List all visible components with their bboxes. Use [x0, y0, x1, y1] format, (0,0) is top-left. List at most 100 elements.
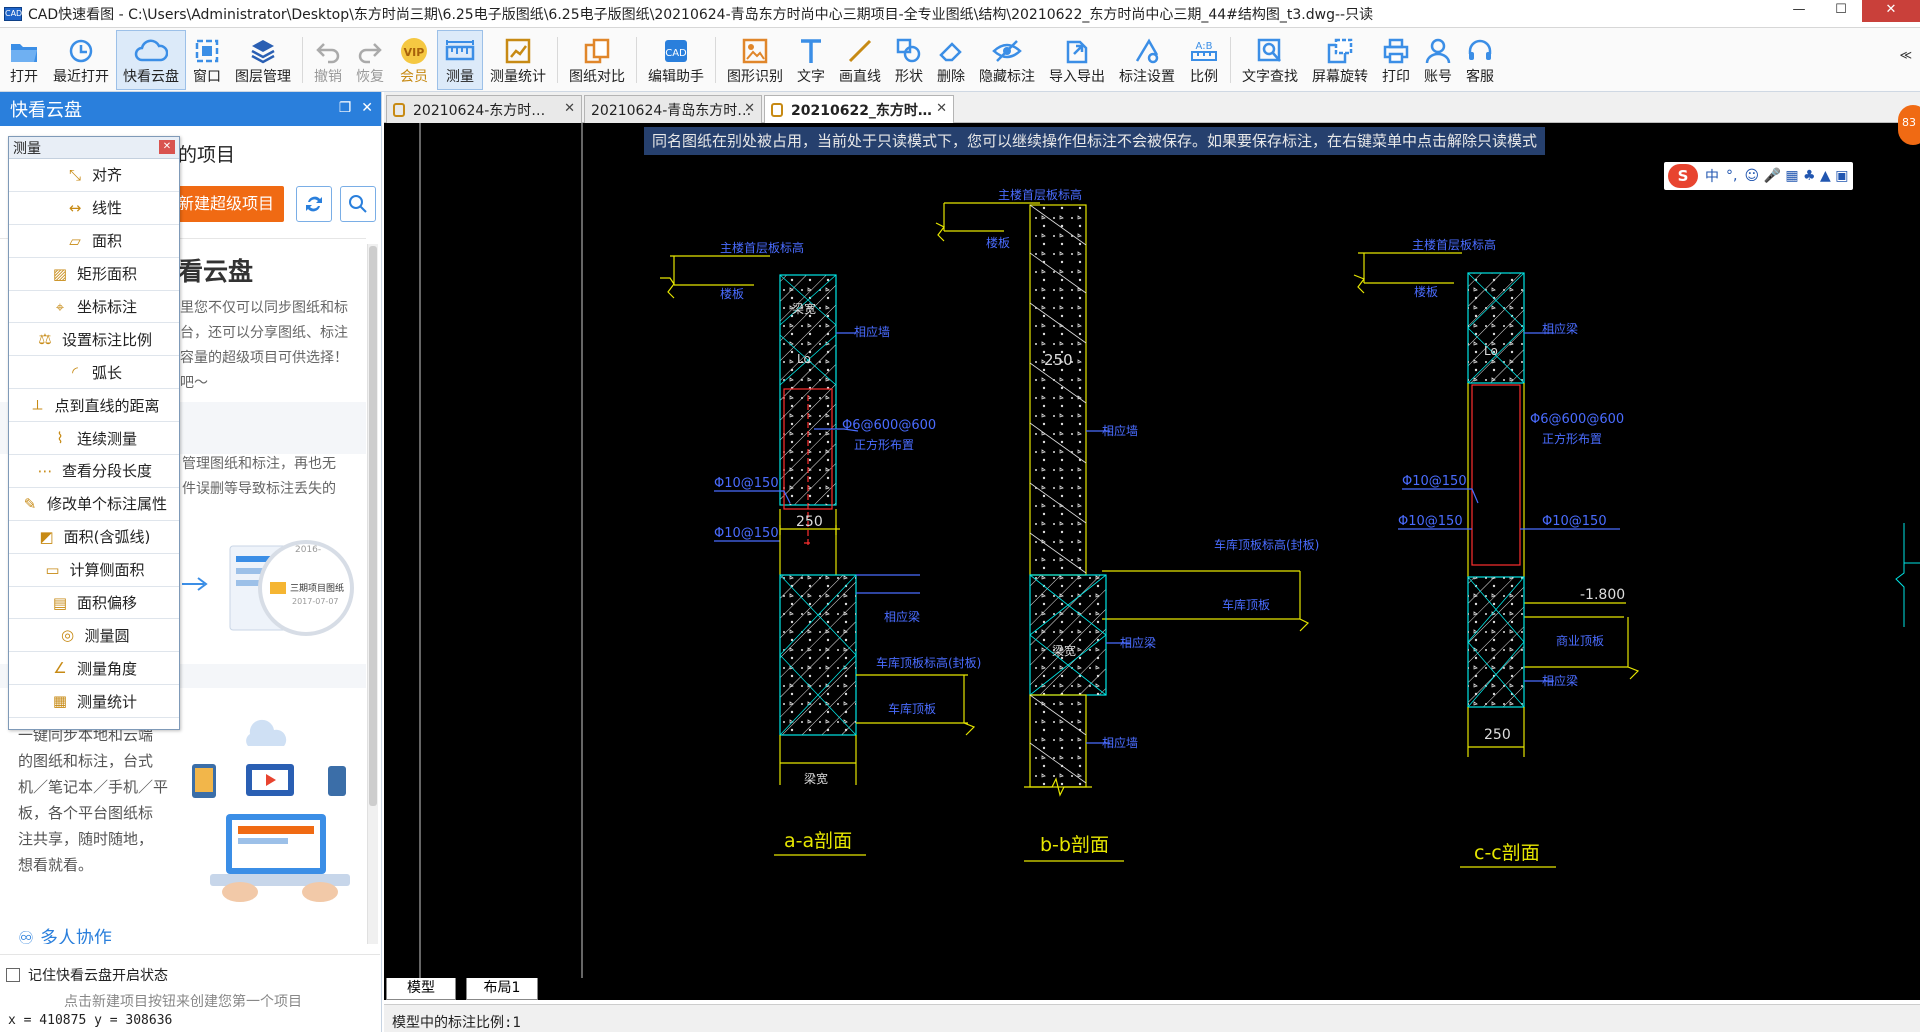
section-b-label: 相应墙 [1102, 423, 1138, 438]
section-c-label: 楼板 [1414, 284, 1438, 299]
account-button[interactable]: 账号 [1417, 30, 1459, 90]
measure-area-offset-item[interactable]: ▤面积偏移 [9, 587, 179, 620]
shape-recognition-icon [741, 34, 769, 68]
checkbox-box[interactable] [6, 968, 20, 982]
measure-rect-area-item[interactable]: ▨矩形面积 [9, 258, 179, 291]
notification-badge[interactable]: 83 [1898, 105, 1920, 145]
measure-coordinate-item[interactable]: ⌖坐标标注 [9, 291, 179, 324]
text-button[interactable]: 文字 [790, 30, 832, 90]
panel-scrollbar[interactable] [367, 244, 378, 944]
measure-angle-item[interactable]: ∠测量角度 [9, 652, 179, 686]
edit-annotation-icon: ✎ [23, 494, 37, 513]
open-button[interactable]: 打开 [2, 30, 46, 90]
section-b-label: 相应墙 [1102, 735, 1138, 750]
measure-linear-item[interactable]: ↔线性 [9, 192, 179, 225]
annotation-scale-status: 模型中的标注比例:1 [392, 1015, 521, 1031]
measure-scale-setting-item[interactable]: ⚖设置标注比例 [9, 323, 179, 357]
measure-align-item[interactable]: ⤡对齐 [9, 159, 179, 192]
toolbar-more-button[interactable]: ≪ [1899, 48, 1912, 62]
measure-circle-item[interactable]: ◎测量圆 [9, 619, 179, 653]
window-button[interactable]: 窗口 [186, 30, 228, 90]
project-illustration: 2016- 三期项目图纸 2017-07-07 [182, 540, 354, 636]
tab-document-1[interactable]: 20210624-东方时…✕ [386, 95, 582, 123]
toolbar-divider [302, 37, 303, 83]
close-button[interactable]: ✕ [1862, 0, 1920, 22]
close-tab-icon[interactable]: ✕ [744, 101, 755, 116]
scale-icon: A:B [1189, 34, 1219, 68]
tab-layout-1[interactable]: 布局1 [466, 978, 538, 1000]
section-a-title: a-a剖面 [784, 830, 852, 852]
measure-button[interactable]: 测量 [437, 30, 483, 90]
tab-document-2[interactable]: 20210624-青岛东方时…✕ [584, 95, 762, 123]
sync-button[interactable] [296, 186, 332, 222]
print-button[interactable]: 打印 [1375, 30, 1417, 90]
svg-text:A:B: A:B [1196, 41, 1213, 52]
toolbar-divider [636, 37, 637, 83]
user-icon [1424, 34, 1452, 68]
annotation-settings-button[interactable]: 标注设置 [1112, 30, 1182, 90]
coordinate-icon: ⌖ [55, 297, 65, 316]
close-tab-icon[interactable]: ✕ [564, 101, 575, 116]
shape-recognition-button[interactable]: 图形识别 [720, 30, 790, 90]
text-icon [798, 34, 824, 68]
section-a-label: 车库顶板 [888, 701, 936, 716]
remember-cloud-checkbox[interactable]: 记住快看云盘开启状态 [6, 965, 168, 985]
measure-arc-area-item[interactable]: ◩面积(含弧线) [9, 521, 179, 554]
undo-button[interactable]: 撤销 [307, 30, 349, 90]
measure-continuous-item[interactable]: ⌇连续测量 [9, 422, 179, 456]
continuous-measure-icon: ⌇ [56, 429, 64, 448]
cad-drawing-canvas[interactable]: 主楼首层板标高 楼板 梁宽 Lo 相应墙 Φ6@600@600 正方形布置 Φ1… [384, 123, 1920, 978]
angle-measure-icon: ∠ [53, 659, 67, 678]
sync-paragraph: 一键同步本地和云端 的图纸和标注，台式 机／笔记本／手机／平 板，各个平台图纸标… [18, 726, 169, 874]
new-super-project-button[interactable]: 新建超级项目 [170, 186, 284, 222]
recent-button[interactable]: 最近打开 [46, 30, 116, 90]
close-tab-icon[interactable]: ✕ [936, 101, 947, 116]
ruler-icon [444, 34, 476, 68]
customer-service-button[interactable]: 客服 [1459, 30, 1501, 90]
measure-arc-length-item[interactable]: ◜弧长 [9, 356, 179, 390]
search-button[interactable] [340, 186, 376, 222]
tab-document-3[interactable]: 20210622_东方时…✕ [764, 95, 954, 123]
restore-panel-icon[interactable]: ❐ [338, 100, 352, 116]
close-menu-icon[interactable]: ✕ [159, 140, 175, 154]
delete-button[interactable]: 删除 [930, 30, 972, 90]
ime-toolbar[interactable]: S 中 °, ☺ 🎤 ▦ ♣ ▲ ▣ [1664, 162, 1853, 190]
measure-stats-item[interactable]: ▦测量统计 [9, 685, 179, 719]
shape-button[interactable]: 形状 [888, 30, 930, 90]
status-bar: 模型中的标注比例:1 [384, 1004, 1920, 1032]
compare-button[interactable]: 图纸对比 [562, 30, 632, 90]
measure-area-item[interactable]: ▱面积 [9, 225, 179, 258]
section-c-label: Φ10@150 [1398, 514, 1463, 529]
rotate-screen-button[interactable]: 屏幕旋转 [1305, 30, 1375, 90]
draw-line-button[interactable]: 画直线 [832, 30, 888, 90]
intro-paragraph: 里您不仅可以同步图纸和标 台，还可以分享图纸、标注 容量的超级项目可供选择！ 吧… [180, 300, 348, 391]
section-a-label: 车库顶板标高(封板) [876, 655, 981, 670]
import-export-button[interactable]: 导入导出 [1042, 30, 1112, 90]
measure-side-area-item[interactable]: ▭计算侧面积 [9, 554, 179, 587]
minimize-button[interactable]: — [1792, 2, 1806, 17]
cloud-disk-button[interactable]: 快看云盘 [116, 30, 186, 90]
tab-model[interactable]: 模型 [386, 978, 456, 1000]
layer-manager-button[interactable]: 图层管理 [228, 30, 298, 90]
measure-stats-button[interactable]: 测量统计 [483, 30, 553, 90]
measure-segment-item[interactable]: ⋯查看分段长度 [9, 455, 179, 488]
ime-tools-icon[interactable]: ☺ 🎤 ▦ ♣ ▲ ▣ [1744, 168, 1849, 184]
section-b-label: 楼板 [986, 235, 1010, 250]
measure-edit-annotation-item[interactable]: ✎修改单个标注属性 [9, 488, 179, 521]
hide-annotation-button[interactable]: 隐藏标注 [972, 30, 1042, 90]
ime-language[interactable]: 中 [1705, 169, 1719, 185]
maximize-button[interactable]: ☐ [1835, 2, 1847, 17]
readonly-notice: 同名图纸在别处被占用，当前处于只读模式下，您可以继续操作但标注不会被保存。如果要… [644, 127, 1546, 155]
ime-punctuation[interactable]: °, [1726, 168, 1738, 184]
scrollbar-thumb[interactable] [369, 246, 377, 806]
layout-tabs: 模型 布局1 [384, 978, 1920, 1000]
text-search-button[interactable]: 文字查找 [1235, 30, 1305, 90]
redo-button[interactable]: 恢复 [349, 30, 391, 90]
close-panel-icon[interactable]: ✕ [361, 100, 373, 116]
section-c-label: 主楼首层板标高 [1412, 237, 1496, 252]
measure-point-line-item[interactable]: ⟂点到直线的距离 [9, 389, 179, 423]
